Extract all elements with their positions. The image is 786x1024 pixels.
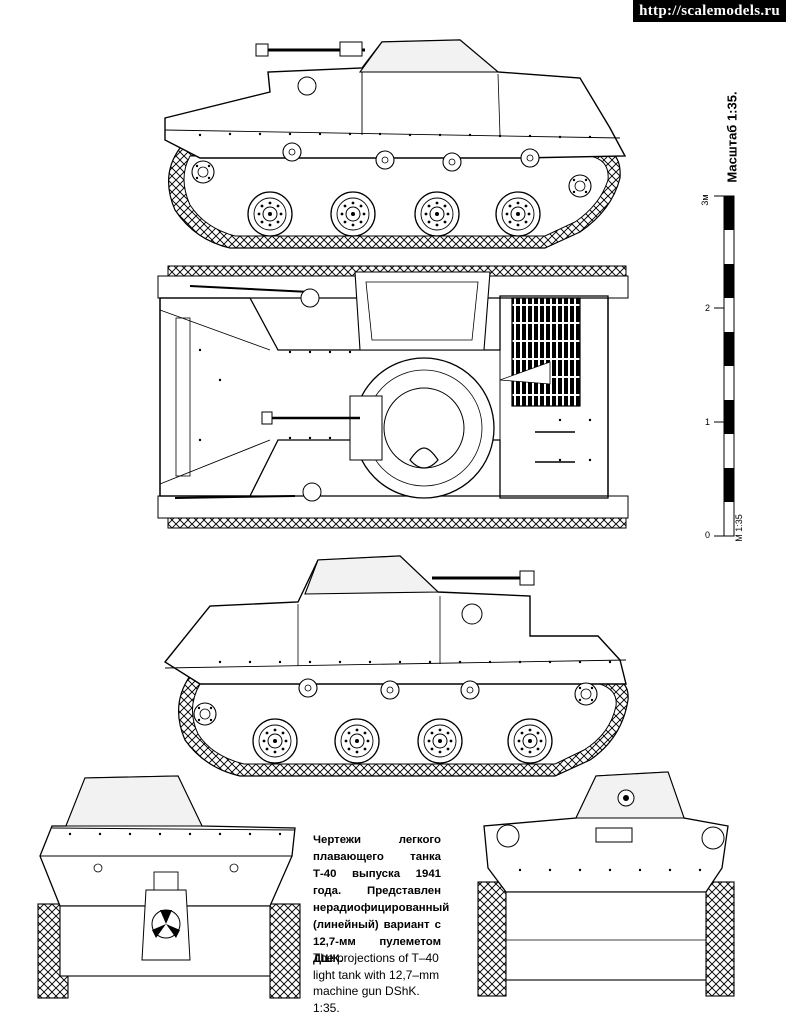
caption-russian: Чертежи легкого плавающего танка Т-40 вы…: [313, 834, 450, 965]
front-view: [477, 771, 735, 997]
scale-tick-0: 0: [705, 530, 710, 540]
scale-bar: 0 1 2 3м М 1:35: [700, 194, 744, 541]
caption-english: The projections of T–40 light tank with …: [313, 951, 440, 1015]
left-side-view: [164, 39, 627, 249]
scale-tick-2: 2: [705, 303, 710, 313]
rear-view: [37, 775, 301, 999]
scale-label: М 1:35: [734, 514, 744, 542]
scale-title: Масштаб 1:35.: [712, 91, 752, 183]
scale-tick-1: 1: [705, 417, 710, 427]
scale-title-text: Масштаб 1:35.: [724, 91, 740, 183]
scale-tick-3m: 3м: [700, 194, 710, 205]
watermark-url: http://scalemodels.ru: [633, 0, 786, 22]
right-side-view: [163, 555, 629, 777]
top-view: [157, 265, 629, 529]
